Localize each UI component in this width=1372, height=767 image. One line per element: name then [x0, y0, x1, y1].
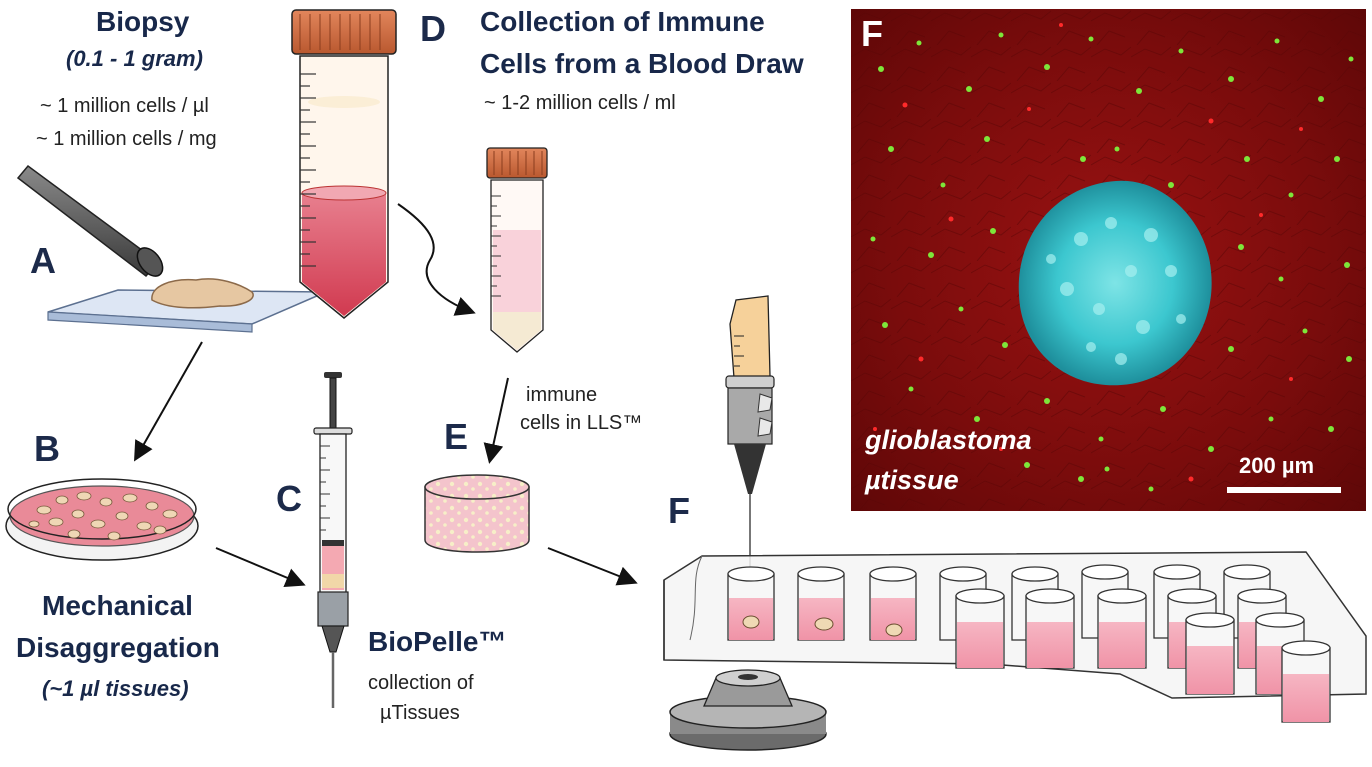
biopsy-needle [16, 164, 164, 278]
small-tube-graduations [491, 195, 501, 297]
glioblastoma-micrograph: F glioblastoma µtissue 200 µm [851, 9, 1366, 511]
disaggregation-title-line1: Mechanical [42, 590, 193, 621]
immune-label-line1: immune [526, 384, 598, 406]
step-letter-d: D [420, 8, 446, 49]
biopsy-cells-per-mg: ~ 1 million cells / mg [36, 128, 217, 150]
arrow-biopsy-to-dish [134, 341, 203, 462]
syringe-graduations [320, 445, 330, 531]
biopelle-desc-line1: collection of [368, 672, 474, 694]
centrifuge-tube [291, 9, 397, 319]
scale-bar [1227, 487, 1341, 493]
spheroid [1018, 180, 1212, 386]
scale-bar-label: 200 µm [1239, 453, 1315, 478]
micrograph-label-line2: µtissue [865, 465, 959, 495]
small-tube [486, 147, 548, 353]
centrifuge-tube-graduations [300, 73, 316, 267]
red-cells [873, 23, 1303, 482]
biopsy-tissue [151, 278, 254, 309]
arrow-tube-to-gel [483, 377, 509, 464]
step-letter-f: F [668, 490, 690, 531]
blood-title-line1: Collection of Immune [480, 6, 765, 37]
step-letter-e: E [444, 416, 469, 457]
arrow-dish-to-syringe [215, 547, 306, 588]
micrograph-image [851, 9, 1366, 511]
immune-label-line2: cells in LLS™ [520, 412, 643, 434]
dispenser [725, 295, 775, 620]
microscope-objective [669, 669, 827, 751]
biopelle-desc-line2: µTissues [380, 702, 460, 724]
syringe [313, 372, 353, 708]
biopsy-cells-per-ul: ~ 1 million cells / µl [40, 95, 209, 117]
disaggregation-size: (~1 µl tissues) [42, 676, 189, 701]
petri-dish [5, 478, 199, 561]
biopelle-title: BioPelle™ [368, 626, 507, 657]
blood-cells-per-ml: ~ 1-2 million cells / ml [484, 92, 676, 114]
plate-wells [727, 564, 1331, 723]
step-letter-c: C [276, 478, 302, 519]
immune-cell-gel [424, 474, 530, 553]
biopsy-title: Biopsy [96, 6, 190, 37]
micrograph-label-line1: glioblastoma [865, 425, 1032, 455]
blood-title-line2: Cells from a Blood Draw [480, 48, 804, 79]
arrow-tube-to-tube [397, 203, 476, 316]
biopsy-weight: (0.1 - 1 gram) [66, 46, 203, 71]
step-letter-a: A [30, 240, 56, 281]
disaggregation-title-line2: Disaggregation [16, 632, 220, 663]
step-letter-b: B [34, 428, 60, 469]
micrograph-letter: F [861, 13, 883, 54]
immune-cells [870, 32, 1354, 492]
arrow-gel-to-plate [547, 547, 638, 586]
